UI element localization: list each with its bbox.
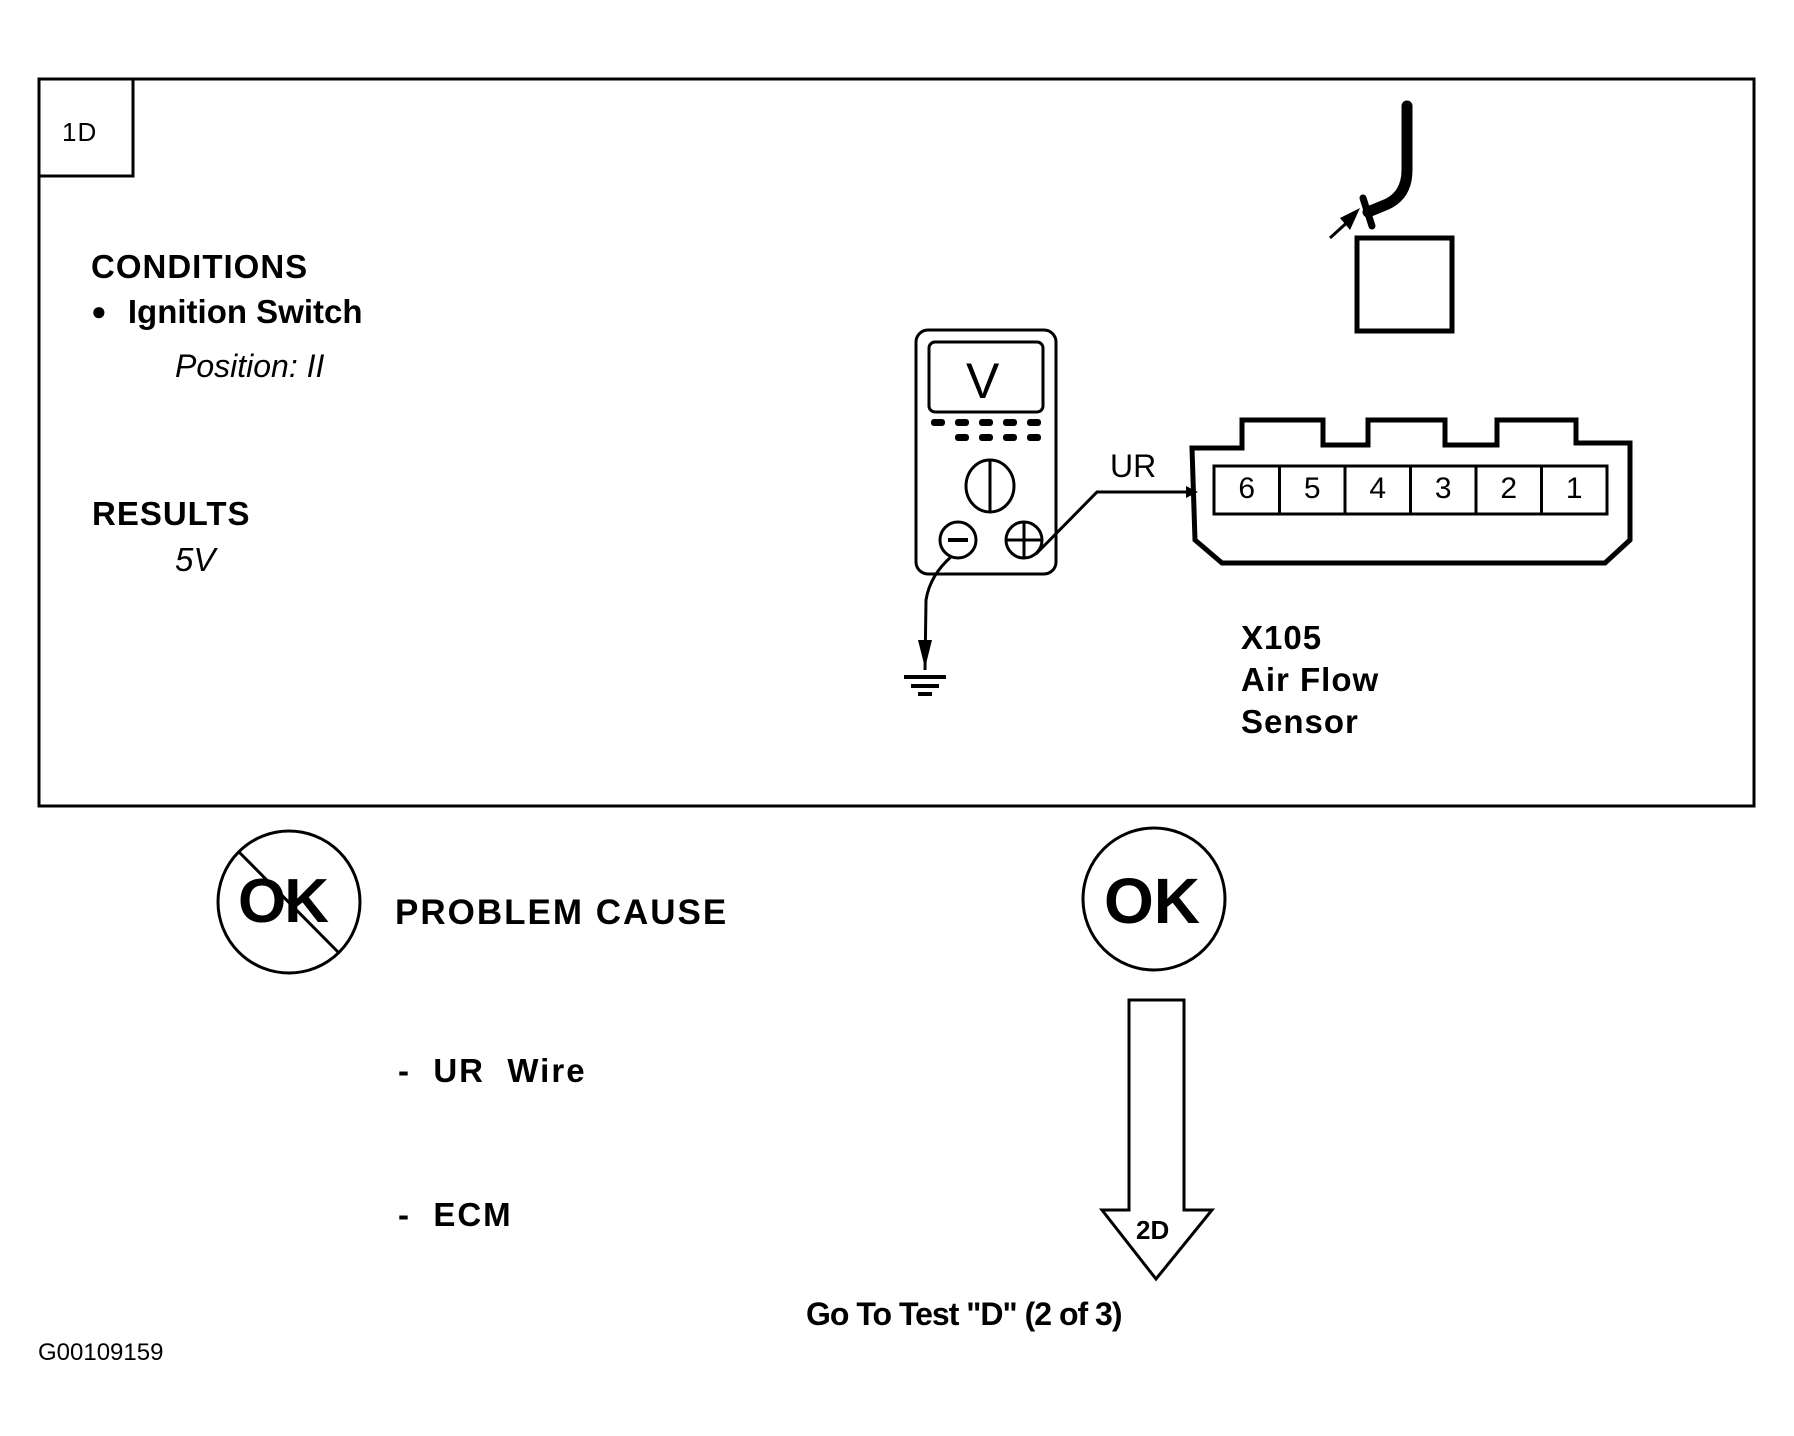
figure-id: G00109159 — [38, 1339, 164, 1366]
ground-lead — [923, 554, 953, 671]
connector-pin-5: 5 — [1303, 472, 1321, 505]
wire-label: UR — [1110, 448, 1157, 484]
cause-item: - UR Wire — [398, 1052, 587, 1089]
ok-label: OK — [1104, 865, 1200, 937]
connector-pin-dividers — [1278, 466, 1543, 514]
step-id-box — [37, 77, 135, 178]
next-step-id[interactable]: 2D — [1136, 1215, 1170, 1245]
conditions-item-label: Ignition Switch — [127, 293, 363, 330]
hose-icon — [1362, 100, 1413, 218]
connector-name-line1: Air Flow — [1241, 661, 1380, 698]
problem-cause-list: - UR Wire - ECM — [398, 951, 587, 1287]
sensor-illustration — [1328, 100, 1455, 334]
meter-display — [927, 340, 1045, 414]
ground-icon — [904, 675, 946, 696]
connector-name-line2: Sensor — [1241, 703, 1359, 740]
connector-pin-6: 6 — [1238, 472, 1256, 505]
step-frame — [37, 77, 1756, 808]
connector-pin-3: 3 — [1434, 472, 1452, 505]
step-id-label: 1D — [62, 117, 98, 147]
connector-code: X105 — [1241, 619, 1323, 656]
meter-display-label: V — [966, 353, 1000, 409]
connector-pin-2: 2 — [1500, 472, 1518, 505]
next-step-arrow-icon — [1098, 998, 1216, 1282]
connector-pin-4: 4 — [1369, 472, 1387, 505]
selector-dial — [964, 458, 1016, 514]
connector-pin-1: 1 — [1565, 472, 1583, 505]
negative-terminal-icon — [938, 520, 978, 560]
sensor-box — [1354, 235, 1455, 334]
results-value: 5V — [175, 541, 216, 578]
go-to-test-link[interactable]: Go To Test "D" (2 of 3) — [806, 1296, 1122, 1332]
ur-test-lead — [1034, 490, 1195, 556]
not-ok-icon — [216, 829, 362, 975]
conditions-heading: CONDITIONS — [91, 248, 309, 285]
conditions-detail: Position: II — [175, 348, 325, 384]
ok-icon — [1081, 826, 1227, 972]
cause-item: - ECM — [398, 1196, 513, 1233]
bullet-icon: ● — [91, 296, 107, 326]
not-ok-label: OK — [238, 867, 329, 936]
connector-caption: X105 Air Flow Sensor — [1241, 617, 1379, 743]
problem-cause-heading: PROBLEM CAUSE — [395, 893, 729, 932]
multimeter-icon — [914, 328, 1058, 576]
positive-terminal-icon — [1004, 520, 1044, 560]
conditions-item: ● Ignition Switch — [91, 293, 363, 331]
results-heading: RESULTS — [92, 495, 251, 532]
